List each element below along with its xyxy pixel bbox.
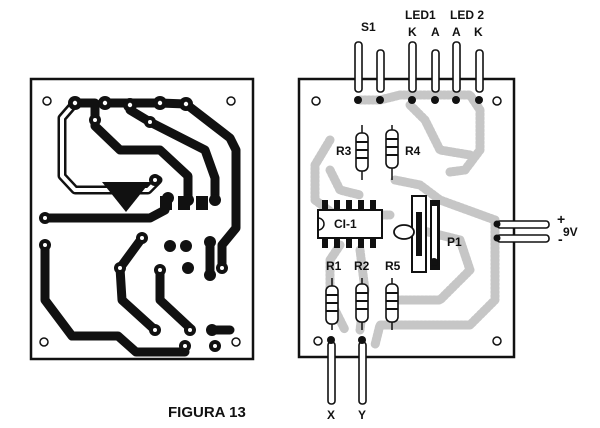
resistor-r1 [325,278,339,330]
minus-lead [496,234,550,243]
mounting-hole [42,96,52,106]
pad [209,194,221,206]
led2-k-label: K [474,25,483,39]
ic-pad [160,196,172,210]
r1-label: R1 [326,259,342,273]
plus-label: + [557,211,565,227]
copper-trace [181,99,241,273]
copper-trace [40,240,190,357]
mounting-hole [313,336,323,346]
led1-a-label: A [431,25,440,39]
pcb-component-side [297,41,550,405]
pad [164,240,176,252]
mounting-hole [231,337,241,347]
pcb-copper-side [29,77,255,361]
r4-label: R4 [405,144,421,158]
mounting-hole [492,96,502,106]
led1-label: LED1 [405,8,436,22]
voltage-label: 9V [563,225,578,239]
power-leads [493,220,550,243]
figure-caption: FIGURA 13 [168,404,246,421]
copper-trace [125,105,220,205]
potentiometer-p1 [393,195,440,273]
mounting-hole [226,96,236,106]
s1-lead [354,41,363,93]
pad [206,324,218,336]
y-label: Y [358,408,366,422]
mounting-hole [492,336,502,346]
r2-label: R2 [354,259,370,273]
x-label: X [327,408,335,422]
pad-holes [43,100,224,348]
mounting-hole [39,337,49,347]
x-lead [327,341,336,405]
led2-label: LED 2 [450,8,484,22]
led1-a-lead [431,49,440,93]
ic-pad [178,196,190,210]
copper-trace-gap [60,101,160,192]
pad [204,269,216,281]
resistor-r5 [385,278,399,330]
s1-lead [376,49,385,93]
resistor-r3 [355,125,369,180]
pad [204,236,216,248]
ic-label: CI-1 [334,217,357,231]
ground-plane [102,182,150,212]
copper-trace [155,265,195,333]
labels: S1 LED1 LED 2 K A A K R3 R4 CI-1 P1 R1 R… [168,8,578,422]
led2-k-lead [475,49,484,93]
copper-trace [115,233,160,335]
resistor-r2 [355,278,369,330]
copper-trace [100,98,191,109]
ic-ci-1 [317,200,383,248]
y-lead [358,341,367,405]
r3-label: R3 [336,144,352,158]
mounting-hole [311,96,321,106]
copper-trace [70,98,193,205]
r5-label: R5 [385,259,401,273]
led1-k-label: K [408,25,417,39]
ic-pad [196,196,208,210]
led2-a-label: A [452,25,461,39]
s1-label: S1 [361,20,376,34]
led2-a-lead [452,41,461,93]
pad [182,262,194,274]
minus-label: - [558,231,563,247]
led1-k-lead [408,41,417,93]
top-leads [354,41,484,104]
plus-lead [496,220,550,229]
resistor-r4 [385,125,399,180]
bottom-leads [327,336,367,405]
pad [180,240,192,252]
p1-label: P1 [447,235,462,249]
